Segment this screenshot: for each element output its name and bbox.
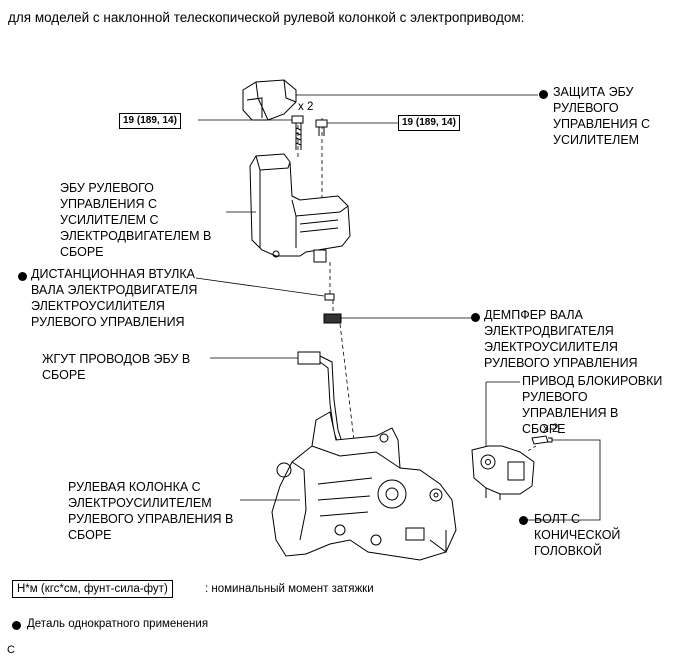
label-wire-1: ЖГУТ ПРОВОДОВ ЭБУ В: [42, 352, 191, 366]
steering-lock-part: [471, 445, 535, 500]
label-column-1: РУЛЕВАЯ КОЛОНКА С: [68, 480, 201, 494]
header-text: для моделей с наклонной телескопической …: [8, 10, 525, 25]
legend-single-use-text: Деталь однократного применения: [27, 618, 209, 630]
legend-torque-desc: : номинальный момент затяжки: [205, 583, 374, 595]
label-lock-3: УПРАВЛЕНИЯ В: [522, 406, 619, 420]
torque-spec-left: 19 (189, 14): [119, 113, 181, 129]
label-spacer-1: ДИСТАНЦИОННАЯ ВТУЛКА: [31, 267, 195, 281]
spacer-part: [324, 293, 335, 301]
ecu-cover-part: [242, 79, 297, 121]
label-ecu-assy-4: ЭЛЕКТРОДВИГАТЕЛЕМ В: [60, 229, 212, 243]
label-column-3: РУЛЕВОГО УПРАВЛЕНИЯ В: [68, 512, 234, 526]
label-ecu-assy-2: УПРАВЛЕНИЯ С: [60, 197, 158, 211]
label-bolt-3: ГОЛОВКОЙ: [534, 544, 602, 558]
label-damper-4: РУЛЕВОГО УПРАВЛЕНИЯ: [484, 356, 638, 370]
label-damper-1: ДЕМПФЕР ВАЛА: [484, 308, 583, 322]
steering-column-part: [271, 411, 457, 561]
torque-spec-right: 19 (189, 14): [398, 115, 460, 131]
label-column-2: ЭЛЕКТРОУСИЛИТЕЛЕМ: [68, 496, 212, 510]
label-ecu-cover-4: УСИЛИТЕЛЕМ: [553, 133, 640, 147]
label-bolt-1: БОЛТ С: [534, 512, 580, 526]
label-column-4: СБОРЕ: [68, 528, 112, 542]
label-lock-1: ПРИВОД БЛОКИРОВКИ: [522, 374, 663, 388]
damper-part: [323, 313, 342, 324]
cover-bolt-left: [291, 115, 304, 150]
label-wire-2: СБОРЕ: [42, 368, 86, 382]
label-ecu-assy-1: ЭБУ РУЛЕВОГО: [60, 181, 154, 195]
ecu-assy-part: [249, 153, 351, 263]
cover-bolt-right: [315, 119, 328, 136]
single-use-mark: [519, 516, 528, 525]
label-damper-2: ЭЛЕКТРОДВИГАТЕЛЯ: [484, 324, 614, 338]
label-damper-3: ЭЛЕКТРОУСИЛИТЕЛЯ: [484, 340, 618, 354]
label-ecu-cover-2: РУЛЕВОГО: [553, 101, 619, 115]
label-spacer-4: РУЛЕВОГО УПРАВЛЕНИЯ: [31, 315, 185, 329]
legend-torque-unit-box: Н*м (кгс*см, фунт-сила-фут): [12, 580, 173, 598]
label-ecu-cover-3: УПРАВЛЕНИЯ С: [553, 117, 651, 131]
label-lock-4: СБОРЕ: [522, 422, 566, 436]
taper-head-bolt-part: [531, 435, 553, 445]
taper-bolt-count: x 2: [543, 423, 559, 435]
label-ecu-assy-5: СБОРЕ: [60, 245, 104, 259]
label-bolt-2: КОНИЧЕСКОЙ: [534, 528, 621, 542]
single-use-mark: [18, 272, 27, 281]
label-lock-2: РУЛЕВОГО: [522, 390, 588, 404]
legend-single-use-mark: [12, 621, 21, 630]
cover-bolt-count: x 2: [298, 101, 314, 113]
label-spacer-3: ЭЛЕКТРОУСИЛИТЕЛЯ: [31, 299, 165, 313]
label-spacer-2: ВАЛА ЭЛЕКТРОДВИГАТЕЛЯ: [31, 283, 198, 297]
corner-code: C: [7, 644, 15, 656]
label-ecu-assy-3: УСИЛИТЕЛЕМ С: [60, 213, 159, 227]
single-use-mark: [471, 313, 480, 322]
label-ecu-cover-1: ЗАЩИТА ЭБУ: [553, 85, 634, 99]
single-use-mark: [539, 90, 548, 99]
